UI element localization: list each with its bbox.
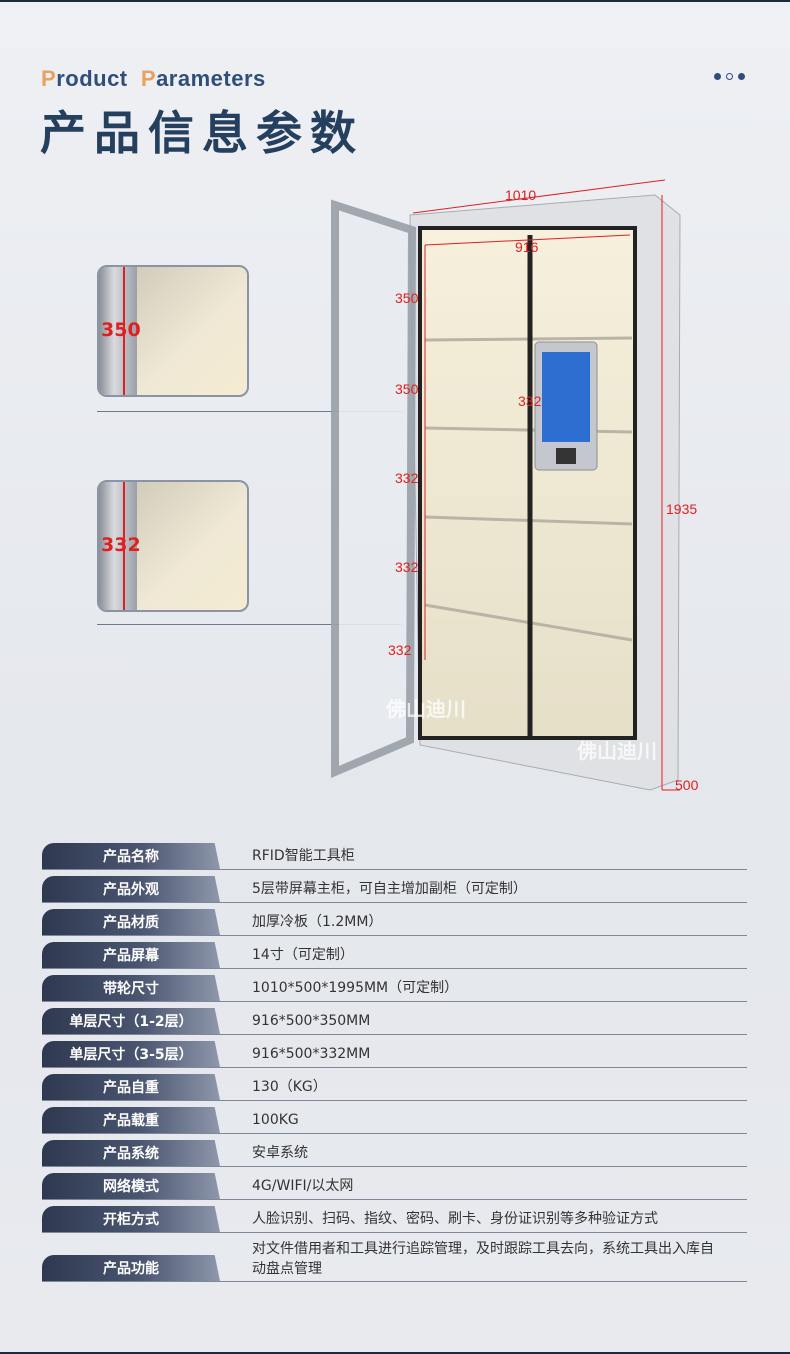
spec-label: 产品功能 — [42, 1255, 220, 1281]
spec-value: 916*500*350MM — [252, 1013, 371, 1029]
pointer-line — [97, 411, 402, 412]
spec-value: 对文件借用者和工具进行追踪管理，及时跟踪工具去向，系统工具出入库自动盘点管理 — [252, 1241, 714, 1277]
spec-label: 产品自重 — [42, 1074, 220, 1100]
detail-image-top: 350 — [97, 265, 249, 397]
spec-value: 5层带屏幕主柜，可自主增加副柜（可定制） — [252, 881, 527, 897]
table-row: 产品材质 加厚冷板（1.2MM） — [42, 909, 747, 936]
page-title: 产品信息参数 — [40, 106, 364, 160]
table-row: 产品自重 130（KG） — [42, 1074, 747, 1101]
title-initial: P — [140, 66, 157, 91]
spec-value: 916*500*332MM — [252, 1046, 371, 1062]
screen-dimension: 332 — [518, 393, 542, 409]
detail-label: 350 — [101, 319, 141, 341]
spec-label: 产品材质 — [42, 909, 220, 935]
spec-value: 安卓系统 — [252, 1145, 308, 1161]
table-row: 产品系统 安卓系统 — [42, 1140, 747, 1167]
page-indicator — [714, 73, 745, 80]
spec-value: 4G/WIFI/以太网 — [252, 1178, 354, 1194]
spec-label: 产品外观 — [42, 876, 220, 902]
spec-label: 产品屏幕 — [42, 942, 220, 968]
table-row: 网络模式 4G/WIFI/以太网 — [42, 1173, 747, 1200]
spec-label: 带轮尺寸 — [42, 975, 220, 1001]
shelf-height: 350 — [395, 290, 419, 306]
title-initial: P — [41, 66, 57, 91]
spec-value: RFID智能工具柜 — [252, 848, 355, 864]
table-row: 开柜方式 人脸识别、扫码、指纹、密码、刷卡、身份证识别等多种验证方式 — [42, 1206, 747, 1233]
spec-label: 产品载重 — [42, 1107, 220, 1133]
spec-value: 1010*500*1995MM（可定制） — [252, 980, 459, 996]
width-dimension: 1010 — [505, 187, 536, 203]
spec-value: 14寸（可定制） — [252, 947, 354, 963]
top-border — [0, 0, 790, 2]
shelf-height: 332 — [395, 559, 419, 575]
spec-label: 网络模式 — [42, 1173, 220, 1199]
bottom-border — [0, 1352, 790, 1354]
table-row: 产品功能 对文件借用者和工具进行追踪管理，及时跟踪工具去向，系统工具出入库自动盘点… — [42, 1239, 747, 1282]
spec-label: 产品名称 — [42, 843, 220, 869]
spec-value: 加厚冷板（1.2MM） — [252, 914, 383, 930]
shelf-height: 332 — [395, 470, 419, 486]
spec-value: 人脸识别、扫码、指纹、密码、刷卡、身份证识别等多种验证方式 — [252, 1211, 658, 1227]
table-row: 单层尺寸（1-2层） 916*500*350MM — [42, 1008, 747, 1035]
table-row: 产品载重 100KG — [42, 1107, 747, 1134]
table-row: 产品外观 5层带屏幕主柜，可自主增加副柜（可定制） — [42, 876, 747, 903]
depth-dimension: 500 — [675, 777, 699, 793]
detail-image-bottom: 332 — [97, 480, 249, 612]
english-title: Product Parameters — [41, 66, 266, 92]
spec-value: 100KG — [252, 1112, 299, 1128]
shelf-height: 350 — [395, 381, 419, 397]
detail-label: 332 — [101, 534, 141, 556]
watermark: 佛山迪川 — [385, 698, 466, 721]
title-word: arameters — [156, 66, 266, 91]
title-word: roduct — [56, 66, 128, 91]
table-row: 单层尺寸（3-5层） 916*500*332MM — [42, 1041, 747, 1068]
watermark: 佛山迪川 — [576, 740, 657, 763]
inner-width-dimension: 916 — [515, 239, 539, 255]
table-row: 带轮尺寸 1010*500*1995MM（可定制） — [42, 975, 747, 1002]
spec-value: 130（KG） — [252, 1079, 327, 1095]
pointer-line — [97, 624, 402, 625]
spec-label: 产品系统 — [42, 1140, 220, 1166]
height-dimension: 1935 — [666, 501, 697, 517]
table-row: 产品名称 RFID智能工具柜 — [42, 843, 747, 870]
cabinet-illustration: 1010 916 1935 500 350 350 332 332 332 33… — [331, 179, 699, 793]
shelf-height: 332 — [388, 642, 412, 658]
spec-table: 产品名称 RFID智能工具柜 产品外观 5层带屏幕主柜，可自主增加副柜（可定制） 产… — [42, 843, 747, 1282]
spec-label: 单层尺寸（3-5层） — [42, 1041, 220, 1067]
table-row: 产品屏幕 14寸（可定制） — [42, 942, 747, 969]
spec-label: 开柜方式 — [42, 1206, 220, 1232]
spec-label: 单层尺寸（1-2层） — [42, 1008, 220, 1034]
